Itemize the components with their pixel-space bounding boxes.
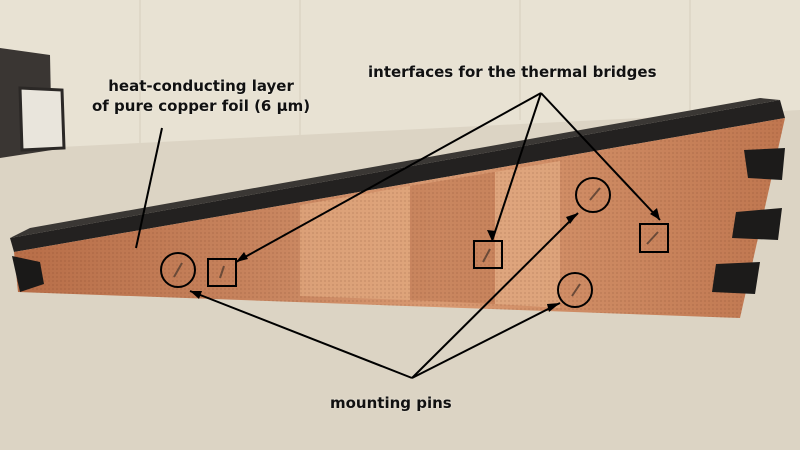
right-bracket [744,148,785,180]
leader-pins [411,302,561,379]
arrowhead [547,303,560,312]
interface-mark [646,231,659,245]
interface-square [639,223,669,253]
arrowhead [190,291,202,299]
leader-pins [411,212,579,379]
interface-mark [482,248,491,263]
heat-layer-label-line2: of pure copper foil (6 µm) [92,97,311,115]
leader-interface [491,92,542,242]
mounting-pins-label: mounting pins [330,394,452,412]
copper-wedge-texture [14,118,785,318]
arrowhead [487,230,496,241]
left-tip [12,256,44,292]
arrowhead [566,213,578,224]
black-frame-rail [10,100,785,252]
arrowhead [236,252,248,262]
leader-interface [235,92,542,263]
leader-interface [540,92,661,221]
leader-heat-layer [135,127,163,249]
interface-square [473,240,503,269]
pin-mark [173,262,183,278]
heat-layer-label-line1: heat-conducting layer [108,77,294,95]
leader-pins [189,290,413,379]
interface-square [207,258,237,287]
interfaces-label: interfaces for the thermal bridges [368,63,657,81]
black-frame-rail-top [10,98,780,238]
pin-circle [575,177,611,213]
pin-mark [589,187,601,201]
right-bracket [732,208,782,240]
pin-mark [571,283,581,297]
pin-circle [160,252,196,288]
heat-layer-annotation: heat-conducting layer of pure copper foi… [92,76,310,116]
pin-circle [557,272,593,308]
interface-mark [219,265,225,279]
right-bracket [712,262,760,294]
arrowhead [650,208,660,220]
picture-frame-inner [18,86,66,152]
